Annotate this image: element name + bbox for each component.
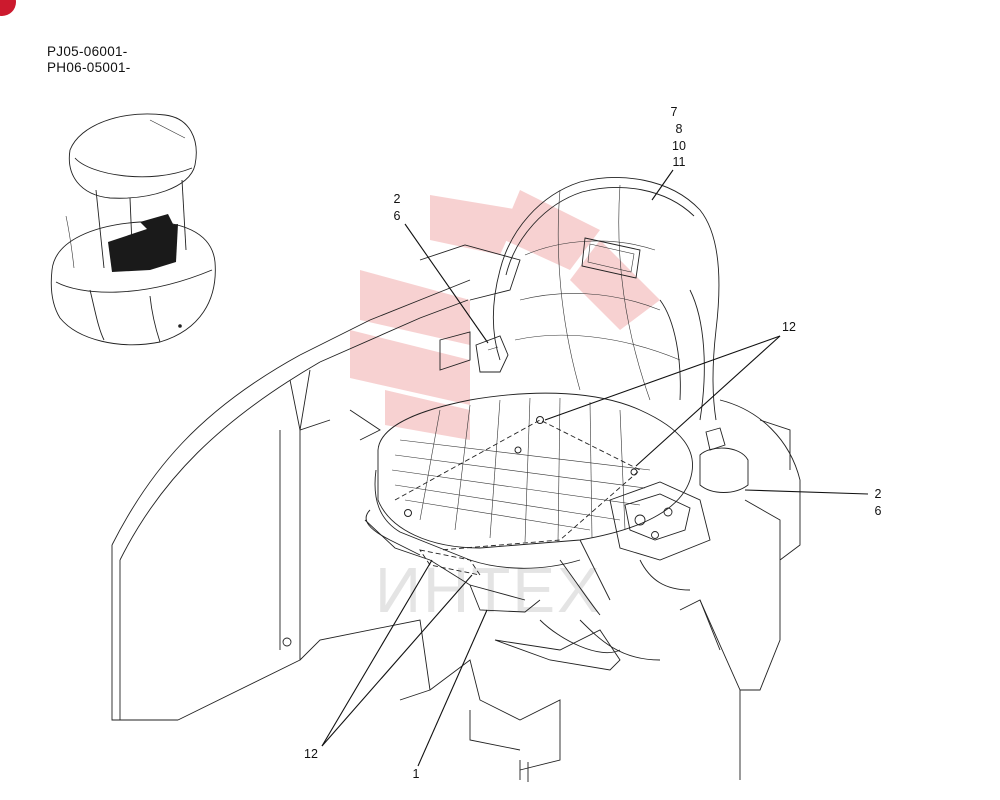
callout-label: 6	[394, 209, 401, 223]
leader-lines	[321, 169, 869, 767]
watermark-logo	[350, 190, 660, 440]
callout-bottom-left: 12	[304, 747, 318, 761]
suspension-mechanism	[559, 481, 711, 616]
cab-frame	[111, 244, 801, 782]
callout-label: 10	[672, 139, 686, 153]
callout-label: 2	[394, 192, 401, 206]
callout-label: 8	[676, 122, 683, 136]
serial-range-1: PJ05-06001-	[47, 44, 128, 59]
callout-right-stack: 2 6	[875, 487, 882, 518]
machine-inset	[50, 113, 216, 346]
callout-top-stack: 7 8 10 11	[671, 105, 686, 169]
right-armrest	[699, 427, 749, 493]
seat-back	[492, 177, 720, 421]
callout-bottom-center: 1	[413, 767, 420, 781]
callout-label: 11	[673, 155, 686, 169]
serial-range-2: PH06-05001-	[47, 60, 131, 75]
callout-label: 2	[875, 487, 882, 501]
seat-cushion	[364, 392, 693, 613]
callout-mid-right: 12	[782, 320, 796, 334]
callout-left-upper-stack: 2 6	[394, 192, 401, 223]
left-armrest	[475, 335, 509, 373]
callout-label: 6	[875, 504, 882, 518]
callout-label: 7	[671, 105, 678, 119]
